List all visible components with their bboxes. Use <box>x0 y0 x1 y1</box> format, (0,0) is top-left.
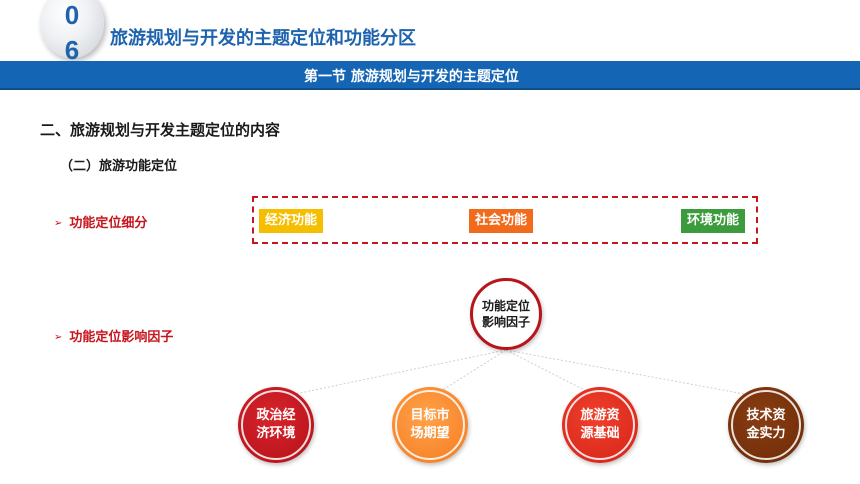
section-band-title: 第一节 旅游规划与开发的主题定位 <box>304 69 519 85</box>
factor-label: 政治经济环境 <box>256 408 296 441</box>
chapter-title: 旅游规划与开发的主题定位和功能分区 <box>110 28 416 49</box>
chapter-number-top: 0 <box>64 0 80 30</box>
factor-ring <box>395 390 465 460</box>
factor-tourism-resources: 旅游资源基础 <box>562 387 638 463</box>
tag-economic-function: 经济功能 <box>259 209 324 233</box>
bullet-arrow-icon: ➢ <box>54 218 63 229</box>
factor-political-economic: 政治经济环境 <box>238 387 314 463</box>
factor-label: 技术资金实力 <box>746 408 786 441</box>
factor-ring <box>565 390 635 460</box>
factor-tech-capital: 技术资金实力 <box>728 387 804 463</box>
factor-target-market: 目标市场期望 <box>392 387 468 463</box>
connector-line <box>429 349 507 399</box>
bullet-arrow-icon: ➢ <box>54 332 63 343</box>
connector-line <box>505 349 767 399</box>
bullet-influence-factors: ➢ 功能定位影响因子 <box>54 326 173 345</box>
bullet-label: 功能定位影响因子 <box>69 330 174 345</box>
section-band <box>0 61 860 90</box>
factor-label: 旅游资源基础 <box>580 408 620 441</box>
section-heading: 二、旅游规划与开发主题定位的内容 <box>40 121 281 139</box>
connector-line <box>505 349 601 399</box>
factor-ring <box>731 390 801 460</box>
center-node-label: 功能定位影响因子 <box>481 299 530 329</box>
bullet-function-subdivision: ➢ 功能定位细分 <box>54 212 147 231</box>
chapter-number-bottom: 6 <box>64 35 80 65</box>
function-dashed-box <box>252 196 758 244</box>
bullet-label: 功能定位细分 <box>69 216 148 231</box>
tag-social-function: 社会功能 <box>469 209 534 233</box>
factor-label: 目标市场期望 <box>410 408 450 441</box>
tag-environment-function: 环境功能 <box>681 209 746 233</box>
center-node-influence-factors: 功能定位影响因子 <box>470 278 542 350</box>
factor-ring <box>241 390 311 460</box>
connector-line <box>275 349 507 399</box>
sub-heading: （二）旅游功能定位 <box>60 159 178 174</box>
chapter-badge <box>40 0 104 58</box>
